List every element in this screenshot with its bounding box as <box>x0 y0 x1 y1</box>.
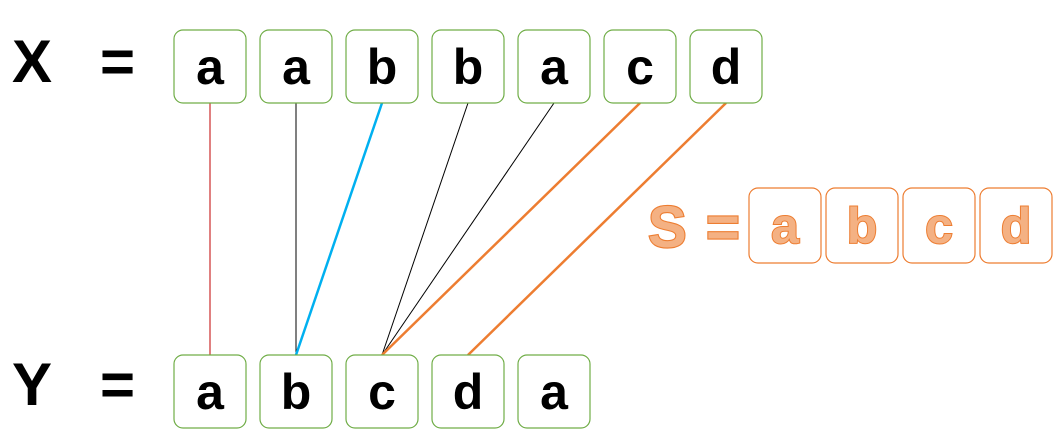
link-line <box>381 102 555 356</box>
y-cell-box <box>259 354 333 429</box>
x-cell-letter: b <box>453 39 484 95</box>
x-cell-box <box>603 29 677 104</box>
link-line <box>381 102 641 356</box>
y-cell: a <box>173 354 247 429</box>
x-cell: b <box>345 29 419 104</box>
y-row-label: Y <box>12 351 52 418</box>
x-row-equals: = <box>100 28 135 95</box>
y-cell-letter: b <box>281 364 312 420</box>
x-cell-box <box>173 29 247 104</box>
x-cell-box <box>259 29 333 104</box>
x-cell-letter: a <box>282 39 311 95</box>
x-cell-letter: c <box>626 39 654 95</box>
x-cell: a <box>259 29 333 104</box>
x-cell-box <box>689 29 763 104</box>
x-cell: c <box>603 29 677 104</box>
s-cell-box <box>902 187 976 264</box>
x-cell-letter: d <box>711 39 742 95</box>
link-line <box>467 102 727 356</box>
s-cell: c <box>902 187 976 264</box>
y-cell: b <box>259 354 333 429</box>
x-cell-box <box>345 29 419 104</box>
y-cell: c <box>345 354 419 429</box>
y-cell: a <box>517 354 591 429</box>
s-cell: b <box>825 187 899 264</box>
connection-lines <box>209 102 727 356</box>
s-cell-letter: b <box>847 198 878 254</box>
y-cell-box <box>517 354 591 429</box>
y-row-equals: = <box>100 351 135 418</box>
x-cell-letter: a <box>196 39 225 95</box>
x-cell: d <box>689 29 763 104</box>
x-cell-letter: b <box>367 39 398 95</box>
x-cell-box <box>517 29 591 104</box>
y-cell-letter: c <box>368 364 396 420</box>
s-cell: d <box>979 187 1053 264</box>
link-line <box>381 102 469 356</box>
s-cell-box <box>979 187 1053 264</box>
s-cell-letter: a <box>771 198 800 254</box>
y-cell-box <box>173 354 247 429</box>
s-cell-letter: c <box>925 198 953 254</box>
y-cell-letter: a <box>540 364 569 420</box>
x-row-label: X <box>12 28 52 95</box>
x-cell-letter: a <box>540 39 569 95</box>
s-row-label: S <box>648 195 687 260</box>
s-cell: a <box>748 187 822 264</box>
y-cell-letter: a <box>196 364 225 420</box>
s-cell-letter: d <box>1001 198 1032 254</box>
x-cell: b <box>431 29 505 104</box>
x-cell-box <box>431 29 505 104</box>
y-cell: d <box>431 354 505 429</box>
y-cell-box <box>345 354 419 429</box>
y-cell-box <box>431 354 505 429</box>
link-line <box>294 102 384 356</box>
s-row-equals: = <box>706 195 740 260</box>
x-cell: a <box>517 29 591 104</box>
x-cell: a <box>173 29 247 104</box>
s-cell-box <box>825 187 899 264</box>
y-cell-letter: d <box>453 364 484 420</box>
s-cell-box <box>748 187 822 264</box>
